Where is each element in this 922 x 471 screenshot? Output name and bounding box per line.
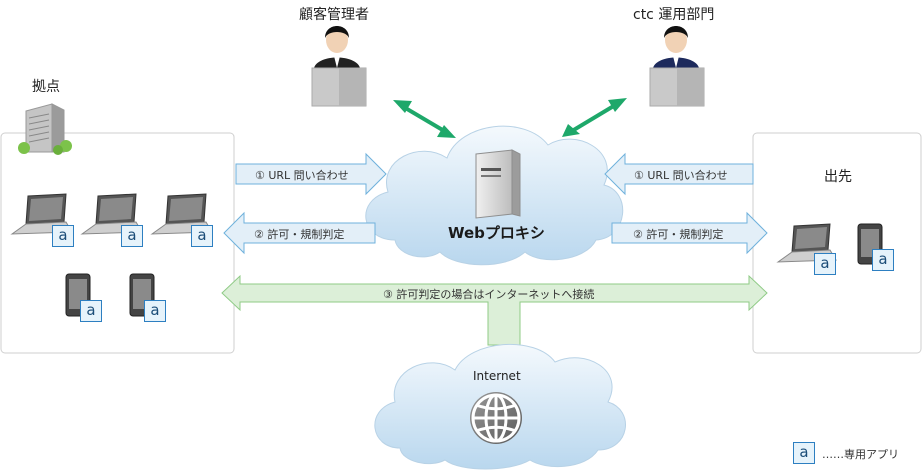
internet-label: Internet (473, 369, 521, 383)
app-badge: a (191, 225, 213, 247)
laptop-icon (776, 223, 837, 263)
legend-badge: a (793, 442, 815, 464)
building-icon (18, 103, 72, 155)
ctc-ops-person-icon (649, 26, 705, 107)
app-badge: a (52, 225, 74, 247)
app-badge: a (814, 253, 836, 275)
ctc-ops-label: ctc 運用部門 (633, 7, 715, 23)
connect-arrow (221, 274, 768, 346)
connect-label: ③ 許可判定の場合はインターネットへ接続 (383, 288, 595, 301)
inquiry-left-arrow (235, 152, 387, 196)
admin-arrow-left (393, 100, 456, 138)
app-badge: a (121, 225, 143, 247)
inquiry-right-arrow (604, 152, 754, 196)
proxy-server-icon (475, 149, 521, 219)
customer-admin-person-icon (311, 26, 367, 107)
legend-text: ……専用アプリ (822, 448, 899, 461)
decision-right-label: ② 許可・規制判定 (633, 228, 724, 241)
app-badge: a (872, 249, 894, 271)
inquiry-left-label: ① URL 問い合わせ (255, 169, 349, 182)
admin-arrow-right (562, 98, 627, 137)
decision-right-arrow (611, 211, 768, 255)
base-location-label: 拠点 (32, 79, 60, 95)
app-badge: a (80, 300, 102, 322)
decision-left-label: ② 許可・規制判定 (254, 228, 345, 241)
proxy-label: Webプロキシ (448, 224, 545, 242)
inquiry-right-label: ① URL 問い合わせ (634, 169, 728, 182)
globe-icon (470, 392, 522, 444)
decision-left-arrow (223, 211, 376, 255)
laptop-icon (10, 193, 73, 235)
app-badge: a (144, 300, 166, 322)
branch-location-label: 出先 (824, 169, 852, 185)
customer-admin-label: 顧客管理者 (299, 7, 369, 23)
